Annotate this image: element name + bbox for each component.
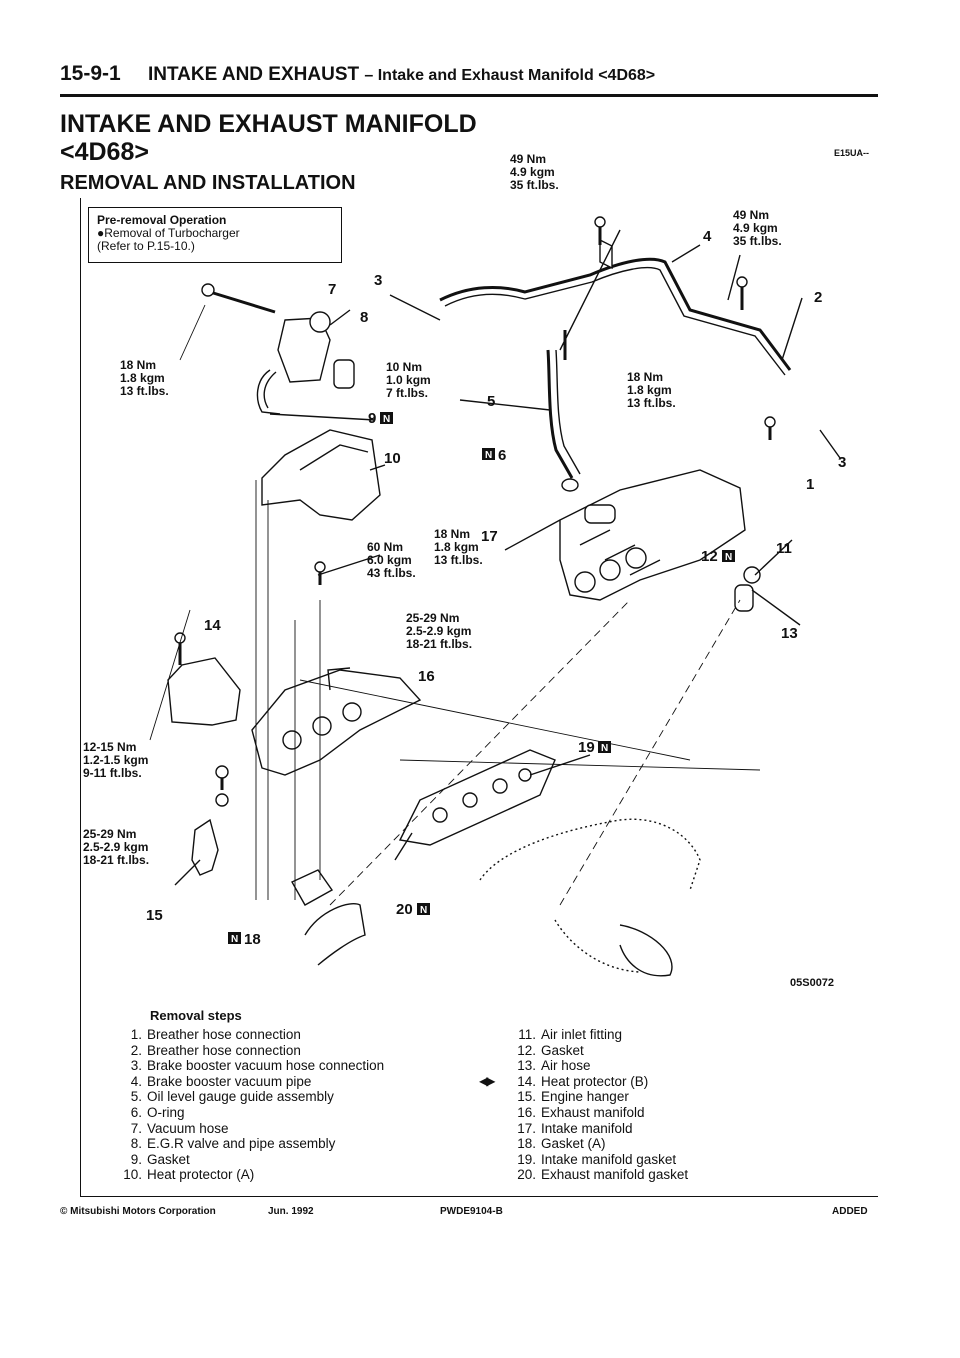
removal-steps-title: Removal steps [150,1008,242,1023]
new-part-mark [228,932,241,944]
callout-1: 1 [806,476,814,493]
callout-6: 6 [498,447,506,464]
pre-removal-heading: Pre-removal Operation [97,213,227,227]
callout-13: 13 [781,625,798,642]
callout-7: 7 [328,281,336,298]
list-item: 5.Oil level gauge guide assembly [130,1089,334,1105]
list-item: 1.Breather hose connection [130,1027,301,1042]
list-item: 12.Gasket [517,1042,584,1058]
callout-18: 18 [244,931,261,948]
list-item: 9.Gasket [130,1151,190,1167]
new-part-mark-text: N [383,414,390,425]
new-part-mark [482,448,495,460]
new-part-mark [380,412,393,424]
callout-17: 17 [481,528,498,545]
callout-3: 3 [374,272,382,289]
diagram-linework [149,216,841,977]
list-item: 7.Vacuum hose [130,1120,229,1136]
pre-removal-ref: (Refer to P.15-10.) [97,239,195,253]
footer-status: ADDED [832,1206,868,1217]
footer-code: PWDE9104-B [440,1206,503,1217]
frame-bottom-rule [80,1196,878,1197]
list-item: 15.Engine hanger [517,1089,629,1105]
doc-title: INTAKE AND EXHAUST MANIFOLD [60,110,477,138]
callout-20: 20 [396,901,413,918]
list-item: 14.Heat protector (B) [517,1073,649,1089]
list-item: 20.Exhaust manifold gasket [517,1167,689,1183]
list-item: 17.Intake manifold [517,1120,633,1136]
section-code: E15UA-- [834,148,870,158]
page-number: 15-9-1 [60,62,121,85]
list-item: 3.Brake booster vacuum hose connection [130,1058,385,1074]
callout-12: 12 [701,548,718,565]
callout-3: 3 [838,454,846,471]
new-part-mark [417,903,430,915]
list-item: 8.E.G.R valve and pipe assembly [130,1136,336,1152]
list-item: 2.Breather hose connection [130,1042,301,1058]
callout-2: 2 [814,289,822,306]
callout-9: 9 [368,410,376,427]
section-title: INTAKE AND EXHAUST [147,64,360,85]
list-item: 6.O-ring [130,1104,185,1120]
frame-left-rule [80,198,81,1196]
footer-date: Jun. 1992 [268,1206,314,1217]
callout-11: 11 [776,540,792,557]
subsection-title: – Intake and Exhaust Manifold <4D68> [364,67,656,84]
list-item: 16.Exhaust manifold [517,1104,645,1120]
list-item: 18.Gasket (A) [517,1136,606,1152]
callout-4: 4 [703,228,712,245]
new-part-mark-text: N [601,743,608,754]
callout-5: 5 [487,393,495,410]
page-header: 15-9-1 INTAKE AND EXHAUST – Intake and E… [60,62,878,86]
pre-removal-item: ●Removal of Turbocharger [97,226,240,240]
callout-15: 15 [146,907,163,924]
footer-copyright: © Mitsubishi Motors Corporation [60,1206,216,1217]
callout-10: 10 [384,450,401,467]
new-part-mark [722,550,735,562]
new-part-mark-text: N [231,934,238,945]
new-part-mark-text: N [485,450,492,461]
header-rule [60,94,878,97]
callout-8: 8 [360,309,368,326]
new-part-mark-text: N [725,552,732,563]
callout-19: 19 [578,739,595,756]
doc-title-engine: <4D68> [60,138,149,166]
list-item: 19.Intake manifold gasket [517,1151,677,1167]
service-point-marker: ◀▶ [479,1074,496,1088]
new-part-mark [598,741,611,753]
doc-subtitle: REMOVAL AND INSTALLATION [60,172,356,194]
list-item: 10.Heat protector (A) [123,1167,255,1183]
callout-14: 14 [204,617,221,634]
list-item: 4.Brake booster vacuum pipe [130,1073,312,1089]
figure-code: 05S0072 [790,977,835,989]
callout-16: 16 [418,668,435,685]
removal-steps-left: 1.Breather hose connection 2.Breather ho… [120,1027,384,1183]
new-part-mark-text: N [420,905,427,916]
removal-steps-right: 11.Air inlet fitting 12.Gasket 13.Air ho… [514,1027,688,1183]
list-item: 11.Air inlet fitting [518,1027,623,1042]
list-item: 13.Air hose [517,1058,591,1074]
pre-removal-box: Pre-removal Operation ●Removal of Turboc… [88,207,342,263]
